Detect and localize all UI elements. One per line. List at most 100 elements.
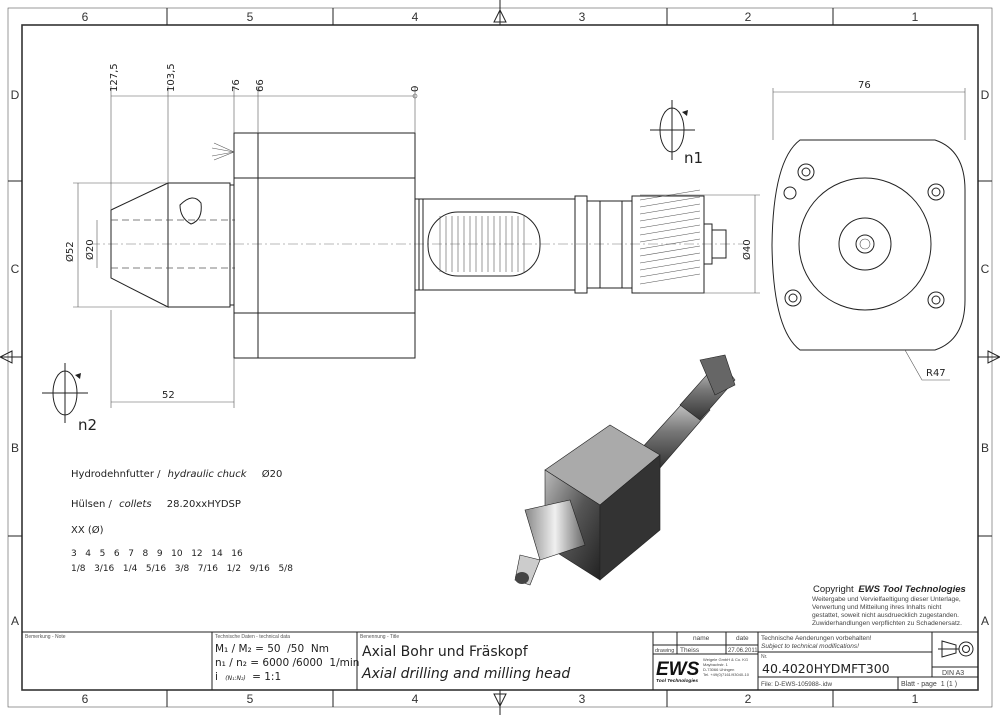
column-label: 3 bbox=[579, 10, 586, 24]
gear-tooth bbox=[639, 217, 701, 229]
copyright-line: Weitergabe und Vervielfaeltigung dieser … bbox=[812, 596, 961, 603]
row-labels-right: D C B A bbox=[981, 88, 990, 628]
dim-width-76: 76 bbox=[858, 80, 871, 91]
drawing-label: drawing bbox=[655, 648, 674, 654]
paper-format: DIN A3 bbox=[942, 670, 964, 677]
n2-label: n2 bbox=[78, 416, 97, 434]
row-label: A bbox=[11, 614, 19, 628]
drawing-date: 27.06.2011 bbox=[728, 648, 758, 654]
isometric-render bbox=[514, 354, 736, 586]
column-label: 6 bbox=[82, 692, 89, 706]
side-view: 127,5 103,5 76 66 0 Ø52 Ø20 52 Ø40 bbox=[64, 63, 760, 408]
collets-code: 28.20xxHYDSP bbox=[167, 499, 241, 510]
notes-block: Hydrodehnfutter / hydraulic chuck Ø20 Hü… bbox=[71, 468, 293, 574]
copyright-pre: Copyright bbox=[813, 584, 854, 595]
name-header: name bbox=[693, 635, 710, 642]
title-en: Axial drilling and milling head bbox=[361, 666, 570, 682]
number-label: Nr. bbox=[761, 654, 767, 660]
dim-dia-40: Ø40 bbox=[741, 239, 753, 260]
ratio-label: i bbox=[215, 671, 218, 683]
ews-logo-sub: Tool Technologies bbox=[656, 678, 698, 684]
gear-tooth bbox=[639, 231, 701, 243]
title-block: Bemerkung - Note Technische Daten - tech… bbox=[22, 631, 978, 690]
gear-tooth bbox=[639, 224, 701, 236]
note-label: Bemerkung - Note bbox=[25, 634, 66, 640]
svg-text:Hydrodehnfutter / hydrau: Hydrodehnfutter / hydraulic chuck Ø20 bbox=[71, 468, 282, 480]
column-label: 5 bbox=[247, 10, 254, 24]
ews-logo: EWS bbox=[656, 659, 700, 680]
gear-tooth bbox=[639, 203, 701, 215]
svg-text:i (N₁:N₂) = 1:1: i (N₁:N₂) = 1:1 bbox=[215, 671, 281, 683]
n1-label: n1 bbox=[684, 149, 703, 167]
company-line: Weigele GmbH & Co. KG bbox=[703, 657, 748, 662]
changes-de: Technische Aenderungen vorbehalten! bbox=[761, 635, 872, 642]
column-labels-bottom: 6 5 4 3 2 1 bbox=[82, 692, 919, 706]
row-label: C bbox=[981, 262, 990, 276]
gear-tooth bbox=[639, 245, 701, 257]
file-name: File: D-EWS-105988-.idw bbox=[761, 681, 832, 688]
title-de: Axial Bohr und Fräskopf bbox=[362, 644, 529, 660]
torque-value: M₁ / M₂ = 50 /50 Nm bbox=[215, 643, 329, 655]
dim-radius-47: R47 bbox=[926, 368, 946, 379]
column-label: 4 bbox=[412, 10, 419, 24]
dim-length-52: 52 bbox=[162, 390, 175, 401]
copyright-line: Zuwiderhandlungen verpflichten zu Schade… bbox=[812, 620, 962, 627]
column-label: 3 bbox=[579, 692, 586, 706]
svg-text:Hülsen / collets 2: Hülsen / collets 28.20xxHYDSP bbox=[71, 499, 241, 510]
gear-tooth bbox=[639, 273, 701, 285]
rotation-symbol-n2: n2 bbox=[42, 363, 97, 434]
speed-value: n₁ / n₂ = 6000 /6000 1/min bbox=[215, 657, 359, 669]
copyright-brand: EWS Tool Technologies bbox=[858, 584, 966, 595]
dim-66: 66 bbox=[255, 79, 266, 92]
company-line: Tel. +49(0)7161/93040-10 bbox=[703, 672, 750, 677]
dim-127-5: 127,5 bbox=[109, 63, 120, 92]
gear-tooth bbox=[639, 259, 701, 271]
row-label: D bbox=[11, 88, 20, 102]
gear-tooth bbox=[639, 210, 701, 222]
chuck-en: hydraulic chuck bbox=[168, 469, 248, 480]
column-labels-top: 6 5 4 3 2 1 bbox=[82, 10, 919, 24]
changes-en: Subject to technical modifications! bbox=[761, 643, 859, 650]
row-label: A bbox=[981, 614, 989, 628]
copyright-line: gestattet, soweit nicht ausdruecklich zu… bbox=[812, 612, 959, 619]
company-line: Maybachstr. 1 bbox=[703, 662, 729, 667]
dim-dia-52: Ø52 bbox=[64, 241, 76, 262]
tech-data-label: Technische Daten - technical data bbox=[215, 634, 290, 640]
column-label: 1 bbox=[912, 692, 919, 706]
sheet-number: Blatt - page 1 (1 ) bbox=[901, 681, 957, 688]
dim-0: 0 bbox=[410, 86, 421, 92]
column-label: 6 bbox=[82, 10, 89, 24]
drawer-name: Theiss bbox=[680, 647, 700, 654]
gear-tooth bbox=[639, 266, 701, 278]
xx-label: XX (Ø) bbox=[71, 524, 104, 536]
collets-en: collets bbox=[119, 499, 151, 510]
collets-de: Hülsen / bbox=[71, 499, 113, 510]
row-labels-left: D C B A bbox=[11, 88, 20, 628]
gear-tooth bbox=[639, 252, 701, 264]
row-label: B bbox=[981, 441, 989, 455]
row-label: C bbox=[11, 262, 20, 276]
column-label: 2 bbox=[745, 10, 752, 24]
copyright-line: Verwertung und Mitteilung ihres Inhalts … bbox=[812, 604, 942, 611]
dim-76: 76 bbox=[231, 79, 242, 92]
dim-dia-20: Ø20 bbox=[84, 239, 96, 260]
rotation-symbol-n1: n1 bbox=[650, 100, 703, 167]
chuck-size: Ø20 bbox=[262, 468, 283, 480]
company-line: D-73066 Uhingen bbox=[703, 667, 734, 672]
front-view: 76 R47 bbox=[771, 80, 966, 381]
row-label: B bbox=[11, 441, 19, 455]
gear-tooth bbox=[639, 196, 701, 208]
drawing-number: 40.4020HYDMFT300 bbox=[762, 661, 890, 676]
gear-tooth bbox=[639, 238, 701, 250]
title-label: Benennung - Title bbox=[360, 634, 399, 640]
column-label: 4 bbox=[412, 692, 419, 706]
sizes-inch: 1/8 3/16 1/4 5/16 3/8 7/16 1/2 9/16 5/8 bbox=[71, 564, 293, 574]
row-label: D bbox=[981, 88, 990, 102]
ratio-value: = 1:1 bbox=[252, 671, 281, 683]
projection-symbol-icon bbox=[938, 640, 974, 658]
column-label: 1 bbox=[912, 10, 919, 24]
sizes-mm: 3 4 5 6 7 8 9 10 12 14 16 bbox=[71, 549, 243, 559]
column-label: 5 bbox=[247, 692, 254, 706]
